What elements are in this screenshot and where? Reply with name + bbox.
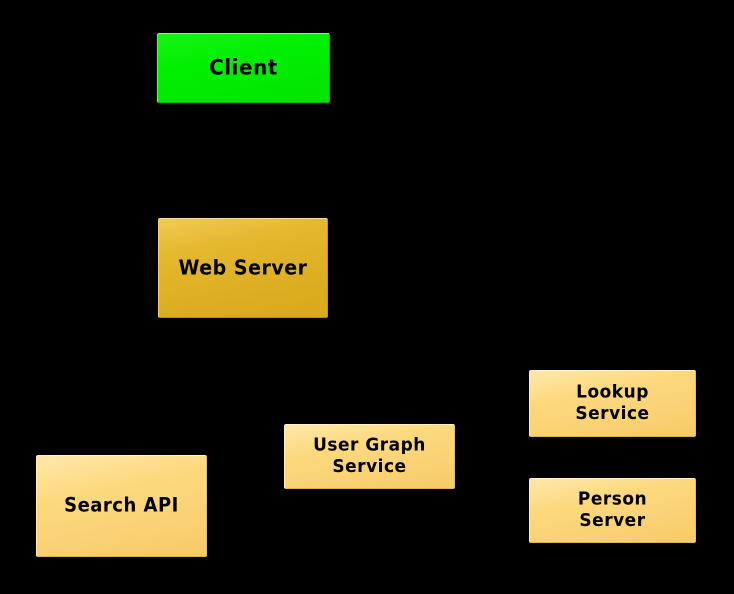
node-client-label: Client [209, 54, 278, 80]
node-client[interactable]: Client [157, 33, 330, 103]
node-search-api[interactable]: Search API [36, 455, 207, 557]
node-person-server-label: Person Server [577, 489, 648, 532]
node-lookup-service-label: Lookup Service [575, 382, 650, 425]
node-web-server-label: Web Server [178, 256, 308, 280]
node-lookup-service[interactable]: Lookup Service [529, 370, 696, 437]
node-person-server[interactable]: Person Server [529, 478, 696, 543]
node-user-graph-service-label: User Graph Service [313, 435, 426, 478]
node-user-graph-service[interactable]: User Graph Service [284, 424, 455, 489]
node-web-server[interactable]: Web Server [158, 218, 328, 318]
node-search-api-label: Search API [64, 494, 179, 517]
